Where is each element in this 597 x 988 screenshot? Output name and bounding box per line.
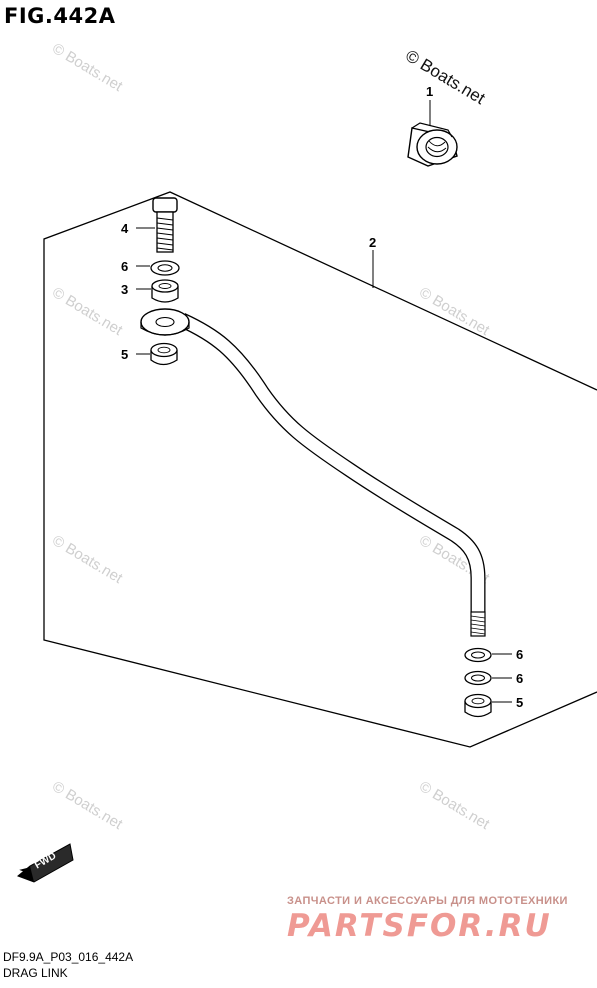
nut-part-5-right bbox=[464, 693, 492, 718]
callout-5-left: 5 bbox=[121, 347, 128, 362]
callout-6-right-lower: 6 bbox=[516, 671, 523, 686]
washer-part-6-right-upper bbox=[464, 647, 492, 663]
drag-link-part-2 bbox=[140, 308, 486, 637]
callout-5-right: 5 bbox=[516, 695, 523, 710]
model-code: DF9.9A_P03_016_442A bbox=[3, 950, 134, 964]
callout-4: 4 bbox=[121, 221, 129, 236]
callout-2: 2 bbox=[369, 235, 376, 250]
collar-part-3 bbox=[151, 279, 179, 303]
shop-tagline: ЗАПЧАСТИ И АКСЕССУАРЫ ДЛЯ МОТОТЕХНИКИ bbox=[287, 895, 568, 907]
forward-arrow-icon bbox=[17, 843, 74, 883]
diagram-name: DRAG LINK bbox=[3, 966, 68, 980]
nut-part-5-left bbox=[150, 342, 178, 366]
washer-part-6-left bbox=[150, 260, 180, 276]
shop-logo: PARTSFOR.RU bbox=[287, 908, 552, 944]
callout-6-right-upper: 6 bbox=[516, 647, 523, 662]
bolt-part-4 bbox=[152, 197, 178, 253]
washer-part-6-right-lower bbox=[464, 670, 492, 686]
callout-1: 1 bbox=[426, 84, 433, 99]
figure-title: FIG.442A bbox=[4, 4, 116, 28]
callout-3: 3 bbox=[121, 282, 128, 297]
callout-6-left: 6 bbox=[121, 259, 128, 274]
nut-part-1 bbox=[407, 122, 458, 167]
assembly-frame bbox=[43, 191, 597, 748]
